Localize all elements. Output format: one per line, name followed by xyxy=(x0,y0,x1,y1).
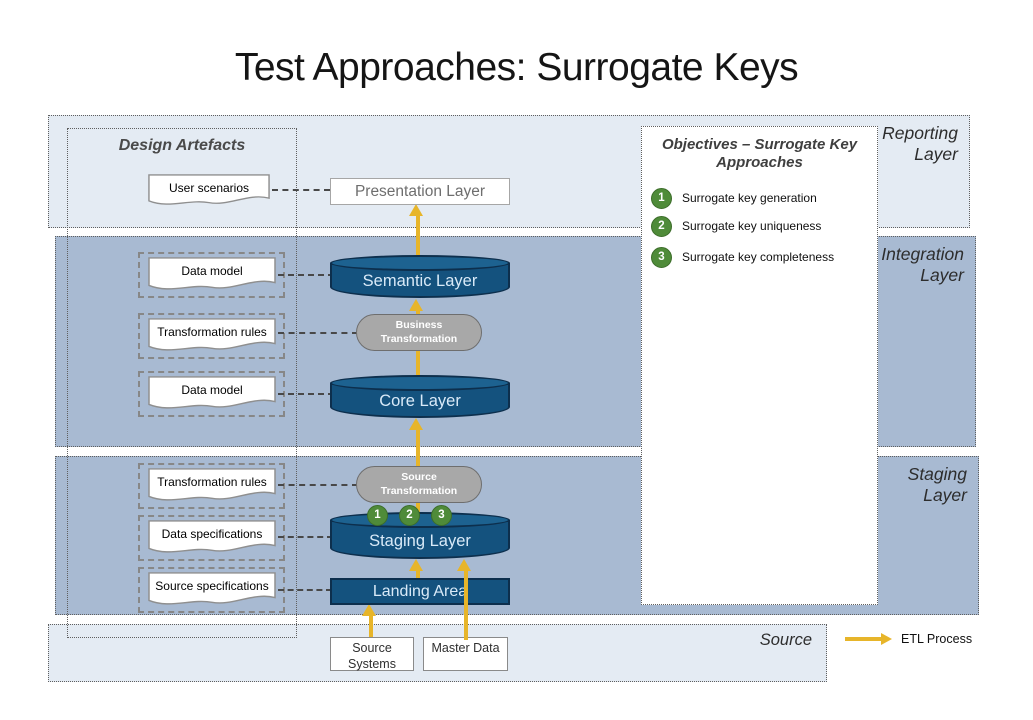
document-shape xyxy=(148,468,276,501)
artifact-frame xyxy=(138,313,285,359)
document-shape xyxy=(148,174,270,205)
connector-source-specifications xyxy=(278,589,332,591)
node-semantic-layer: Semantic Layer xyxy=(330,255,510,298)
node-label: Source Transformation xyxy=(380,471,458,497)
arrow-to-presentation-head xyxy=(409,204,423,216)
artifact-label: Data model xyxy=(181,383,243,397)
artifact-user-scenarios: User scenarios xyxy=(148,174,270,208)
objectives-title: Objectives – Surrogate Key Approaches xyxy=(661,136,858,171)
band-label-source: Source xyxy=(759,631,812,649)
connector-transformation-rules-business xyxy=(278,332,358,334)
document-shape xyxy=(148,257,276,290)
node-label: Business Transformation xyxy=(380,319,458,345)
node-business-transformation: Business Transformation xyxy=(356,314,482,351)
node-landing-area: Landing Area xyxy=(330,578,510,605)
document-shape xyxy=(148,376,276,409)
artifact-data-model-semantic: Data model xyxy=(148,257,276,293)
artifact-label: Source specifications xyxy=(155,579,269,593)
cylinder-top xyxy=(330,512,510,528)
connector-data-model-core xyxy=(278,393,334,395)
artifact-transformation-rules-source: Transformation rules xyxy=(148,468,276,504)
arrow-source-systems-to-landing xyxy=(369,615,373,640)
connector-data-specifications xyxy=(278,536,333,538)
artifact-source-specifications: Source specifications xyxy=(148,572,276,608)
artifact-label: Data model xyxy=(181,264,243,278)
arrow-to-semantic-head xyxy=(409,299,423,311)
slide-title: Test Approaches: Surrogate Keys xyxy=(234,46,799,89)
objective-text: Surrogate key uniqueness xyxy=(682,219,822,233)
node-label: Semantic Layer xyxy=(362,272,478,290)
cylinder-top xyxy=(330,375,510,391)
objective-item: 2 Surrogate key uniqueness xyxy=(651,215,871,237)
staging-badge-1: 1 xyxy=(367,505,388,526)
arrow-to-landing-head xyxy=(362,604,376,616)
artifact-label: Transformation rules xyxy=(157,325,267,339)
artifact-label: Data specifications xyxy=(161,527,263,541)
artifact-frame xyxy=(138,463,285,509)
objective-item: 1 Surrogate key generation xyxy=(651,187,871,209)
artifact-label: User scenarios xyxy=(168,181,250,195)
objectives-panel: Objectives – Surrogate Key Approaches 1 … xyxy=(641,126,878,605)
artifact-data-specifications: Data specifications xyxy=(148,520,276,556)
artifact-frame xyxy=(138,515,285,561)
node-core-layer: Core Layer xyxy=(330,375,510,418)
node-source-transformation: Source Transformation xyxy=(356,466,482,503)
band-label-staging: Staging Layer xyxy=(907,464,967,506)
objective-text: Surrogate key completeness xyxy=(682,250,835,264)
objective-badge-2: 2 xyxy=(651,215,672,237)
objective-text: Surrogate key generation xyxy=(682,191,817,205)
arrow-semantic-to-presentation xyxy=(416,215,420,256)
objective-item: 3 Surrogate key completeness xyxy=(651,246,871,268)
document-shape xyxy=(148,318,276,351)
arrow-master-to-staging-head xyxy=(457,559,471,571)
objective-badge-1: 1 xyxy=(651,187,672,209)
node-master-data: Master Data xyxy=(423,637,508,671)
legend-etl-arrow xyxy=(845,637,881,641)
connector-transformation-rules-source xyxy=(278,484,358,486)
node-label: Core Layer xyxy=(379,392,461,410)
band-label-reporting: Reporting Layer xyxy=(882,123,958,165)
legend-etl-label: ETL Process xyxy=(901,632,973,646)
node-presentation-layer: Presentation Layer xyxy=(330,178,510,205)
staging-badge-2: 2 xyxy=(399,505,420,526)
arrow-landing-to-staging xyxy=(416,570,420,580)
arrow-master-data-to-staging xyxy=(464,570,468,640)
arrow-to-core-head xyxy=(409,418,423,430)
document-shape xyxy=(148,520,276,553)
legend-etl-arrow-head xyxy=(881,632,892,645)
artifact-label: Transformation rules xyxy=(157,475,267,489)
artifact-transformation-rules-business: Transformation rules xyxy=(148,318,276,354)
artifact-data-model-core: Data model xyxy=(148,376,276,412)
band-label-integration: Integration Layer xyxy=(881,244,964,286)
connector-data-model-semantic xyxy=(278,274,334,276)
document-shape xyxy=(148,572,276,605)
node-label: Staging Layer xyxy=(369,532,471,550)
node-staging-layer: Staging Layer xyxy=(330,512,510,559)
design-artefacts-title: Design Artefacts xyxy=(118,137,246,154)
node-source-systems: Source Systems xyxy=(330,637,414,671)
cylinder-top xyxy=(330,255,510,271)
objective-badge-3: 3 xyxy=(651,246,672,268)
arrow-to-staging-head xyxy=(409,559,423,571)
staging-badge-3: 3 xyxy=(431,505,452,526)
connector-user-scenarios xyxy=(272,189,330,191)
design-artefacts-box: Design Artefacts xyxy=(67,128,297,638)
